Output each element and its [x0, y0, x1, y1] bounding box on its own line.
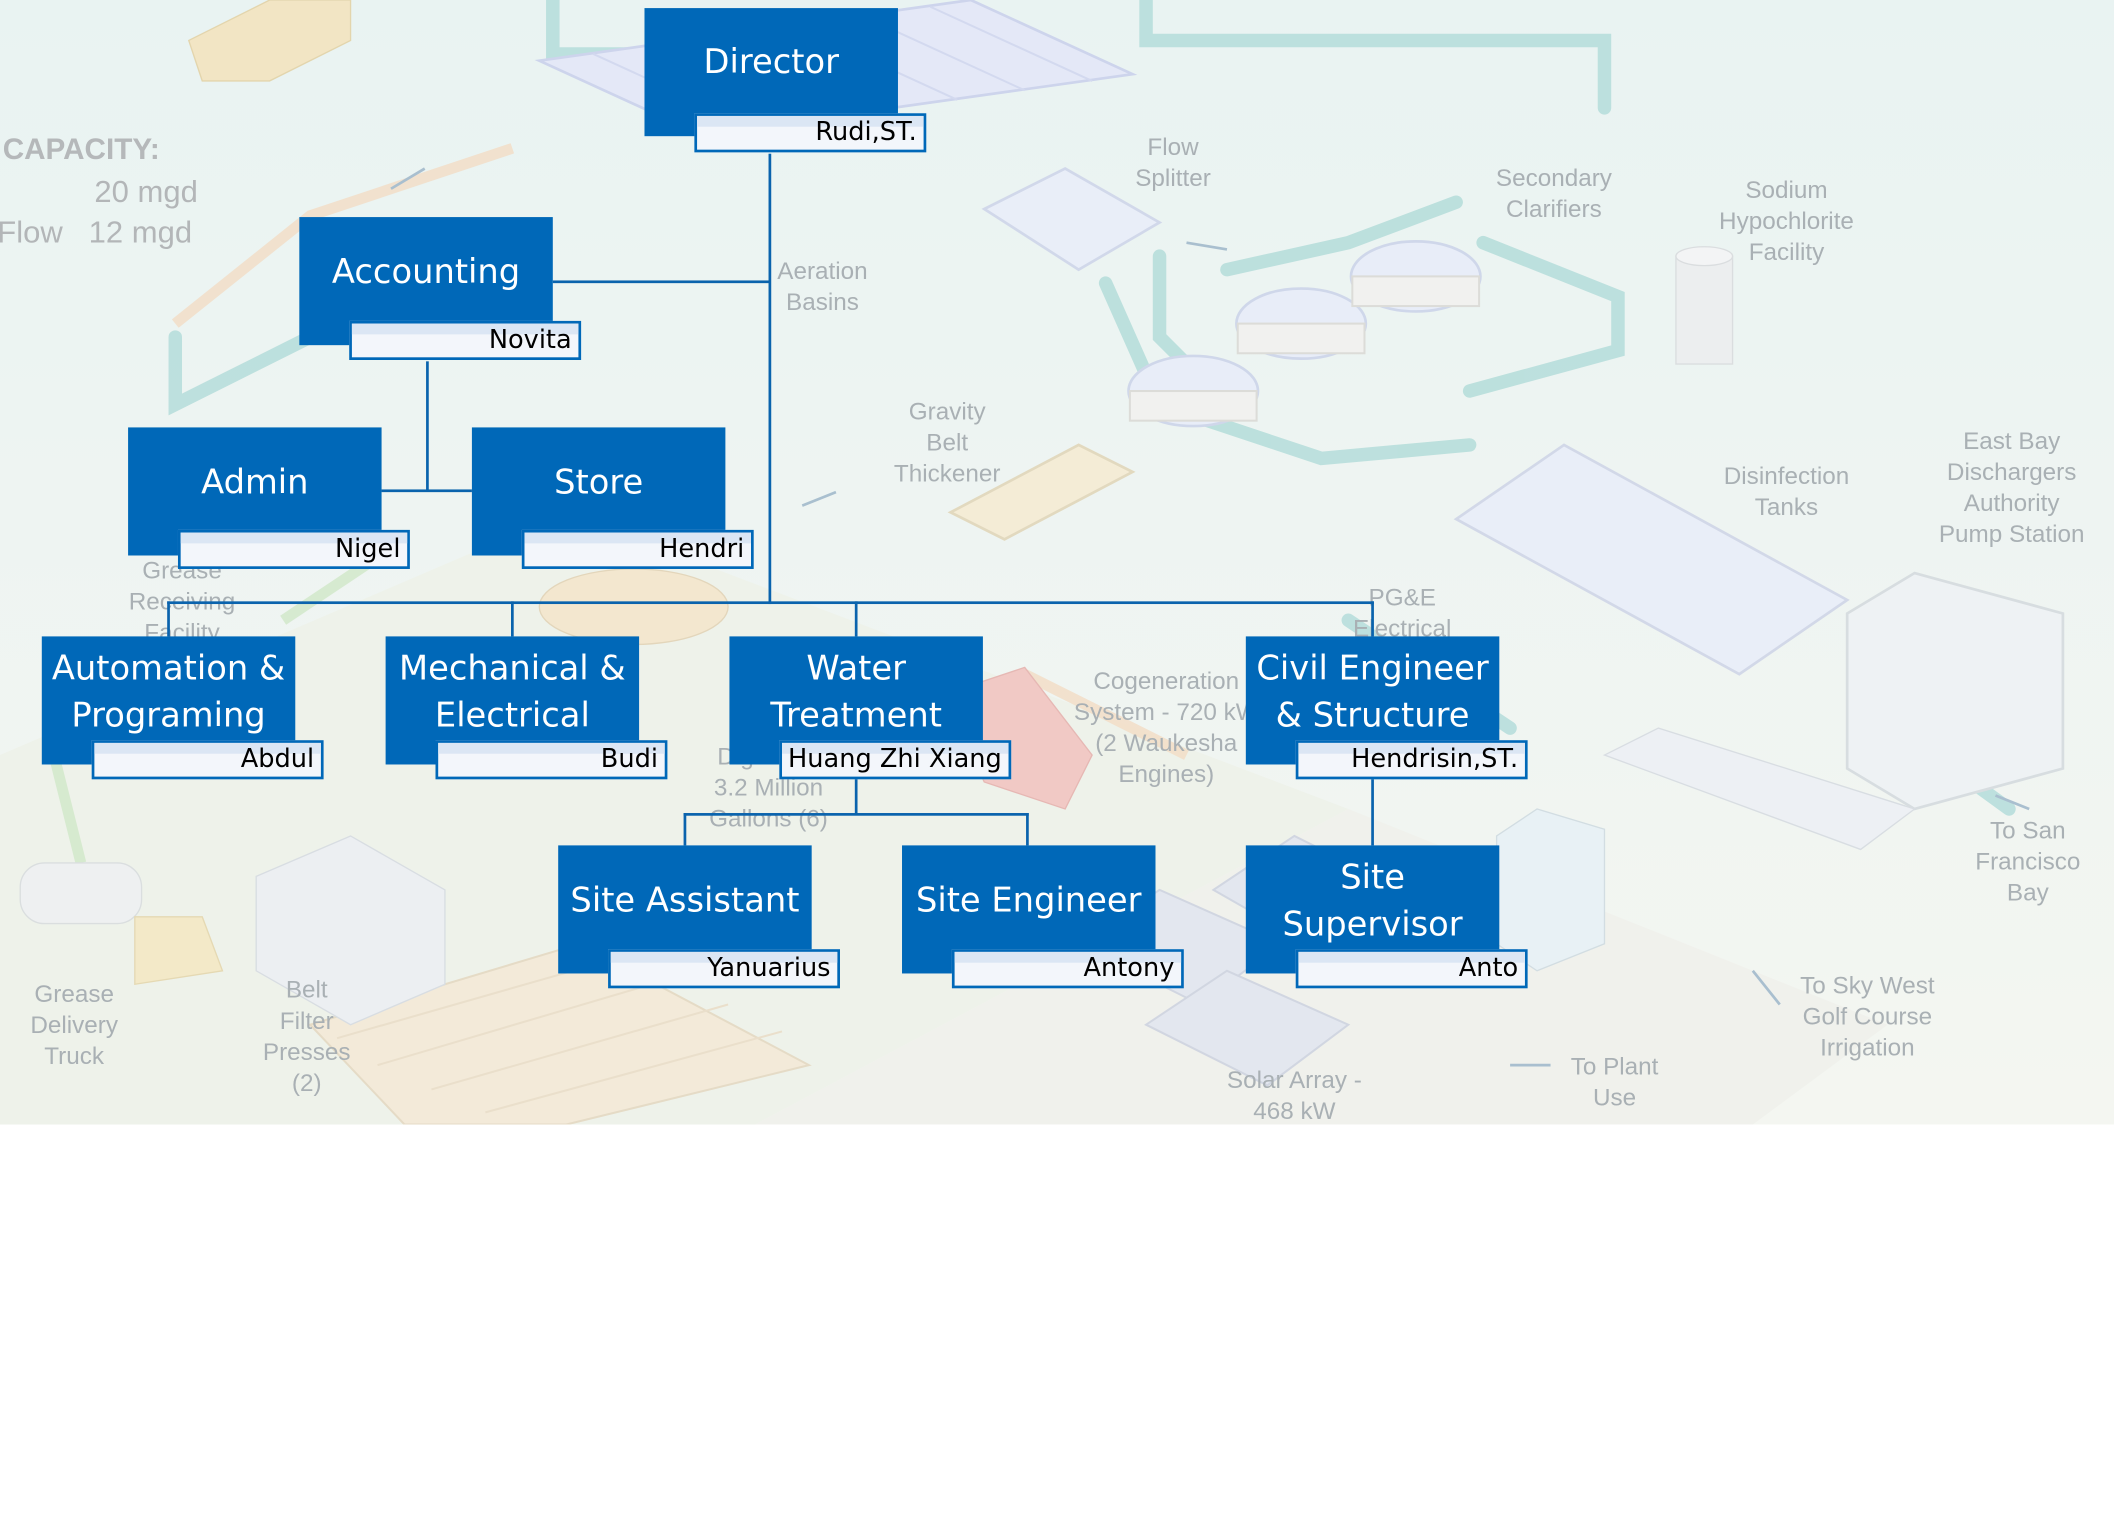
name-accounting: Novita [349, 320, 582, 360]
name-text: Abdul [240, 744, 315, 774]
name-admin: Nigel [177, 529, 410, 569]
label-cogeneration: Cogeneration System - 720 kW (2 Waukesha… [1073, 667, 1259, 788]
capacity-line-1: 20 mgd [94, 173, 198, 209]
name-water-treatment: Huang Zhi Xiang [779, 740, 1012, 780]
node-site-supervisor: Site Supervisor [1245, 845, 1500, 974]
connector-line [683, 813, 1029, 816]
name-site-supervisor: Anto [1295, 949, 1528, 989]
connector-line [552, 280, 770, 284]
label-grease-delivery-truck: Grease Delivery Truck [30, 980, 118, 1070]
node-title: Automation & Programing [51, 648, 286, 735]
label-to-san-francisco-bay: To San Francisco Bay [1975, 817, 2081, 907]
node-mechanical: Mechanical & Electrical [385, 636, 640, 765]
connector-line [1026, 813, 1029, 846]
name-text: Yanuarius [707, 953, 831, 983]
connector-line [854, 777, 858, 815]
label-pge-electrical: PG&E Electrical [1352, 583, 1452, 642]
label-gravity-belt-thickener: Gravity Belt Thickener [893, 397, 1001, 487]
name-text: Anto [1458, 953, 1519, 983]
name-text: Novita [488, 324, 572, 355]
node-title: Mechanical & Electrical [399, 648, 626, 735]
name-text: Hendri [659, 533, 745, 564]
node-title: Store [554, 462, 644, 502]
node-title: Civil Engineer & Structure [1256, 648, 1489, 735]
name-site-assistant: Yanuarius [608, 949, 840, 989]
name-mechanical: Budi [435, 740, 668, 780]
label-to-plant-use: To Plant Use [1570, 1053, 1659, 1111]
name-director: Rudi,ST. [694, 113, 927, 153]
name-civil: Hendrisin,ST. [1295, 740, 1528, 780]
label-solar-array: Solar Array - 468 kW [1226, 1066, 1362, 1125]
name-site-engineer: Antony [951, 949, 1184, 989]
name-text: Huang Zhi Xiang [788, 744, 1002, 774]
label-east-bay-pump-station: East Bay Dischargers Authority Pump Stat… [1938, 427, 2085, 548]
connector-line [426, 361, 429, 491]
connector-line [511, 601, 514, 637]
label-sodium-hypochlorite: Sodium Hypochlorite Facility [1719, 176, 1854, 266]
connector-line [1371, 601, 1374, 637]
name-text: Antony [1083, 953, 1175, 983]
connector-line [167, 601, 170, 637]
connector-line [683, 813, 687, 846]
connector-line [854, 601, 858, 637]
name-text: Budi [600, 744, 658, 774]
node-title: Water Treatment [770, 648, 942, 735]
capacity-heading: CAPACITY: [2, 132, 160, 166]
node-title: Director [703, 41, 839, 81]
connector-line [1371, 777, 1374, 846]
capacity-line-2: Flow 12 mgd [0, 214, 193, 250]
label-to-sky-west-golf: To Sky West Golf Course Irrigation [1800, 972, 1935, 1062]
name-store: Hendri [521, 529, 754, 569]
node-title: Accounting [331, 252, 521, 292]
name-automation: Abdul [91, 740, 324, 780]
node-title: Site Supervisor [1282, 857, 1463, 944]
name-text: Nigel [335, 533, 401, 564]
name-text: Hendrisin,ST. [1351, 744, 1519, 774]
node-title: Admin [201, 462, 309, 502]
node-title: Site Engineer [915, 880, 1142, 920]
node-director: Director [644, 8, 898, 137]
connector-line [768, 153, 772, 605]
label-flow-splitter: Flow Splitter [1135, 133, 1211, 192]
connector-line [381, 489, 472, 493]
label-secondary-clarifiers: Secondary Clarifiers [1495, 164, 1612, 223]
label-aeration-basins: Aeration Basins [777, 257, 868, 316]
label-belt-filter-presses: Belt Filter Presses (2) [262, 976, 351, 1097]
label-disinfection-tanks: Disinfection Tanks [1723, 462, 1850, 521]
name-text: Rudi,ST. [815, 117, 917, 147]
node-title: Site Assistant [570, 880, 800, 920]
connector-line [167, 601, 1374, 605]
